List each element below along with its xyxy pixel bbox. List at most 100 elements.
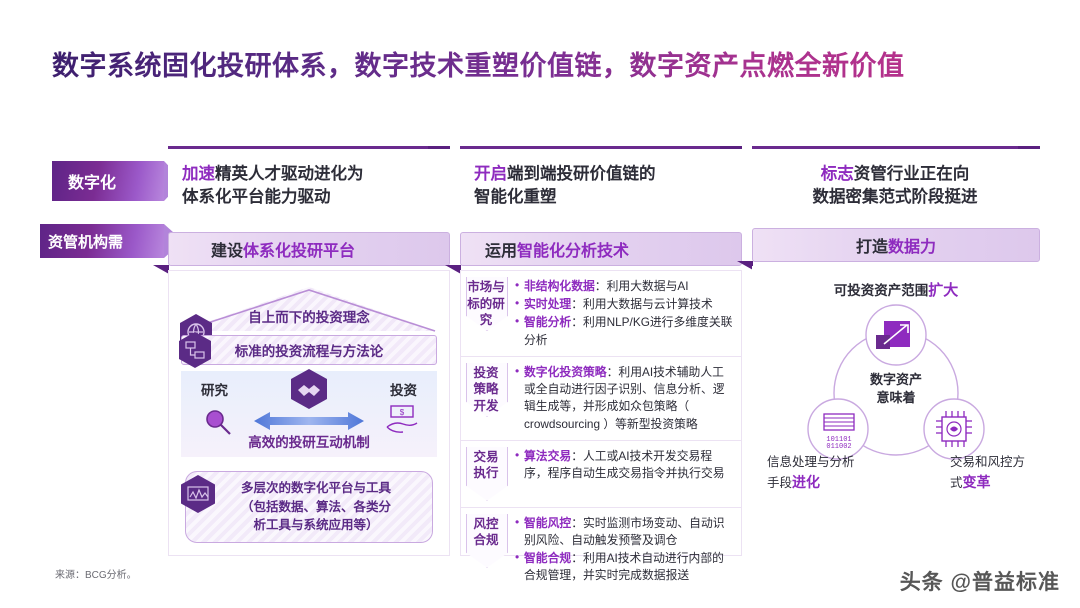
column-left-bar-prefix: 建设 — [211, 243, 244, 260]
value-chain-stage-row: 交易执行算法交易：人工或AI技术开发交易程序，程序自动生成交易指令并执行交易 — [461, 441, 741, 508]
venn-footnote-left-highlight: 进化 — [792, 473, 821, 490]
value-chain-stage-list: 市场与标的研究非结构化数据：利用大数据与AI实时处理：利用大数据与云计算技术智能… — [461, 271, 741, 592]
asset-scope-caption: 可投资资产范围扩大 — [753, 279, 1039, 300]
venn-center-line1: 数字资产 — [869, 372, 922, 387]
stage-bullet-item: 非结构化数据：利用大数据与AI — [515, 277, 735, 295]
asset-scope-caption-highlight: 扩大 — [928, 282, 959, 299]
house-process-label: 标准的投资流程与方法论 — [234, 344, 384, 359]
column-right-topline — [752, 146, 1040, 149]
stage-bullet-desc: ：利用大数据与云计算技术 — [571, 297, 713, 312]
tag-asset-manager-need-label: 资管机构需 — [48, 233, 124, 251]
digital-tools-line3: 析工具与系统应用等） — [253, 518, 379, 533]
venn-footnote-right-line1: 交易和风控方 — [949, 455, 1025, 469]
column-right: 标志资管行业正在向 数据密集范式阶段挺进 打造数据力 可投资资产范围扩大 101… — [737, 146, 1040, 556]
stage-chevron-label: 投资策略开发 — [473, 365, 499, 413]
stage-bullet-desc: ：利用NLP/KG进行多维度关联分析 — [524, 315, 733, 347]
digital-tools-line2: （包括数据、算法、各类分 — [240, 499, 391, 514]
watermark: 头条 @普益标准 — [899, 571, 1060, 594]
stage-chevron-label: 交易执行 — [473, 449, 499, 481]
handshake-hex-icon — [291, 369, 327, 409]
column-left-body: 自上而下的投资理念 标准的投资流程与方法论 — [168, 270, 450, 556]
digital-tools-box: 多层次的数字化平台与工具 （包括数据、算法、各类分 析工具与系统应用等） — [181, 471, 433, 543]
column-left: 加速精英人才驱动进化为 体系化平台能力驱动 建设体系化投研平台 自上而下的投资理… — [153, 146, 450, 556]
stage-bullet-term: 智能风控 — [524, 515, 572, 530]
column-middle-headline-highlight: 开启 — [474, 165, 507, 183]
magnifier-icon — [206, 410, 231, 435]
stage-bullet-desc: ：实时监测市场变动、自动识别风险、自动触发预警及调仓 — [524, 515, 725, 547]
column-middle-bar-highlight: 智能化分析技术 — [517, 243, 630, 260]
house-diagram: 自上而下的投资理念 标准的投资流程与方法论 — [179, 287, 437, 457]
column-left-subtitle-bar: 建设体系化投研平台 — [153, 232, 450, 274]
column-right-headline-line1: 标志资管行业正在向 — [760, 163, 1030, 186]
house-process-row: 标准的投资流程与方法论 — [179, 332, 437, 368]
venn-footnote-right: 交易和风控方 式变革 — [950, 453, 1025, 493]
stage-bullet-item: 数字化投资策略：利用AI技术辅助人工或全自动进行因子识别、信息分析、逻辑生成等，… — [515, 363, 735, 433]
stage-bullet-term: 算法交易 — [524, 448, 572, 463]
analytics-hex-icon — [181, 475, 215, 513]
value-chain-stage-row: 市场与标的研究非结构化数据：利用大数据与AI实时处理：利用大数据与云计算技术智能… — [461, 271, 741, 357]
interaction-right-label: 投资 — [390, 383, 417, 398]
stage-chevron-label: 风控合规 — [473, 516, 499, 548]
tag-digitalization: 数字化 — [52, 161, 183, 201]
digital-tools-label: 多层次的数字化平台与工具 （包括数据、算法、各类分 析工具与系统应用等） — [223, 479, 395, 535]
digital-asset-venn-diagram: 101101 011002 — [807, 304, 985, 460]
digital-tools-line1: 多层次的数字化平台与工具 — [240, 480, 391, 495]
stage-chevron-tag: 交易执行 — [463, 446, 509, 501]
stage-description: 算法交易：人工或AI技术开发交易程序，程序自动生成交易指令并执行交易 — [509, 447, 735, 483]
stage-description: 智能风控：实时监测市场变动、自动识别风险、自动触发预警及调仓智能合规：利用AI技… — [509, 514, 735, 586]
bidirectional-arrow-icon — [254, 412, 364, 430]
stage-bullet-desc: ：利用AI技术辅助人工或全自动进行因子识别、信息分析、逻辑生成等，并形成如众包策… — [524, 364, 725, 431]
column-right-bar-highlight: 数据力 — [888, 239, 937, 256]
column-middle-headline: 开启端到端投研价值链的 智能化重塑 — [460, 149, 742, 222]
stage-bullet-item: 智能分析：利用NLP/KG进行多维度关联分析 — [515, 313, 735, 348]
stage-bullet-term: 智能分析 — [524, 315, 572, 330]
venn-footnotes: 信息处理与分析 手段进化 交易和风控方 式变革 — [753, 453, 1039, 493]
column-left-headline-highlight: 加速 — [182, 165, 215, 183]
column-left-headline: 加速精英人才驱动进化为 体系化平台能力驱动 — [168, 149, 450, 222]
stage-bullet-term: 实时处理 — [524, 297, 572, 312]
column-middle-subtitle-bar: 运用智能化分析技术 — [445, 232, 742, 274]
stage-bullet-term: 数字化投资策略 — [524, 364, 607, 379]
column-left-bar-highlight: 体系化投研平台 — [243, 243, 356, 260]
stage-bullet-item: 算法交易：人工或AI技术开发交易程序，程序自动生成交易指令并执行交易 — [515, 447, 735, 482]
svg-text:101101: 101101 — [826, 436, 851, 444]
stage-bullet-term: 智能合规 — [524, 551, 572, 566]
column-left-topline — [168, 146, 450, 149]
column-right-headline: 标志资管行业正在向 数据密集范式阶段挺进 — [752, 149, 1040, 222]
house-roof-outline-icon — [182, 289, 436, 332]
column-left-bar-tail — [153, 265, 169, 274]
tag-digitalization-label: 数字化 — [68, 175, 117, 192]
column-middle-headline-line1: 开启端到端投研价值链的 — [474, 163, 732, 186]
stage-bullet-item: 智能风控：实时监测市场变动、自动识别风险、自动触发预警及调仓 — [515, 514, 735, 549]
column-left-headline-rest: 精英人才驱动进化为 — [215, 165, 364, 183]
stage-bullet-item: 实时处理：利用大数据与云计算技术 — [515, 295, 735, 313]
venn-footnote-right-prefix: 式 — [949, 475, 963, 490]
stage-description: 数字化投资策略：利用AI技术辅助人工或全自动进行因子识别、信息分析、逻辑生成等，… — [509, 363, 735, 434]
source-note: 来源：BCG分析。 — [55, 570, 137, 581]
stage-chevron-tag: 市场与标的研究 — [463, 277, 509, 331]
column-right-subtitle-bar: 打造数据力 — [737, 228, 1040, 270]
stage-bullet-term: 非结构化数据 — [524, 279, 595, 293]
stage-description: 非结构化数据：利用大数据与AI实时处理：利用大数据与云计算技术智能分析：利用NL… — [509, 277, 735, 350]
value-chain-stage-row: 风控合规智能风控：实时监测市场变动、自动识别风险、自动触发预警及调仓智能合规：利… — [461, 508, 741, 592]
stage-bullet-desc: ：利用AI技术自动进行内部的合规管理，并实时完成数据报送 — [524, 551, 724, 583]
value-chain-stage-row: 投资策略开发数字化投资策略：利用AI技术辅助人工或全自动进行因子识别、信息分析、… — [461, 357, 741, 441]
column-middle-bar-prefix: 运用 — [485, 243, 518, 260]
column-right-bar-tail — [737, 261, 753, 270]
stage-chevron-tag: 风控合规 — [463, 513, 509, 568]
venn-center-line2: 意味着 — [876, 390, 916, 406]
column-middle-headline-line2: 智能化重塑 — [474, 188, 557, 207]
column-middle-topline — [460, 146, 742, 149]
process-hex-icon — [179, 332, 211, 368]
interaction-left-label: 研究 — [201, 383, 228, 398]
interaction-center-label: 高效的投研互动机制 — [248, 435, 370, 450]
column-middle-bar-tail — [445, 265, 461, 274]
column-left-headline-line1: 加速精英人才驱动进化为 — [182, 163, 440, 186]
venn-footnote-left-prefix: 手段 — [767, 475, 793, 490]
venn-footnote-right-line2: 式变革 — [950, 472, 1025, 493]
page-title: 数字系统固化投研体系，数字技术重塑价值链，数字资产点燃全新价值 — [52, 44, 905, 83]
column-right-headline-rest: 资管行业正在向 — [853, 165, 970, 183]
column-middle-headline-rest: 端到端投研价值链的 — [507, 165, 656, 183]
asset-scope-caption-prefix: 可投资资产范围 — [833, 283, 929, 298]
